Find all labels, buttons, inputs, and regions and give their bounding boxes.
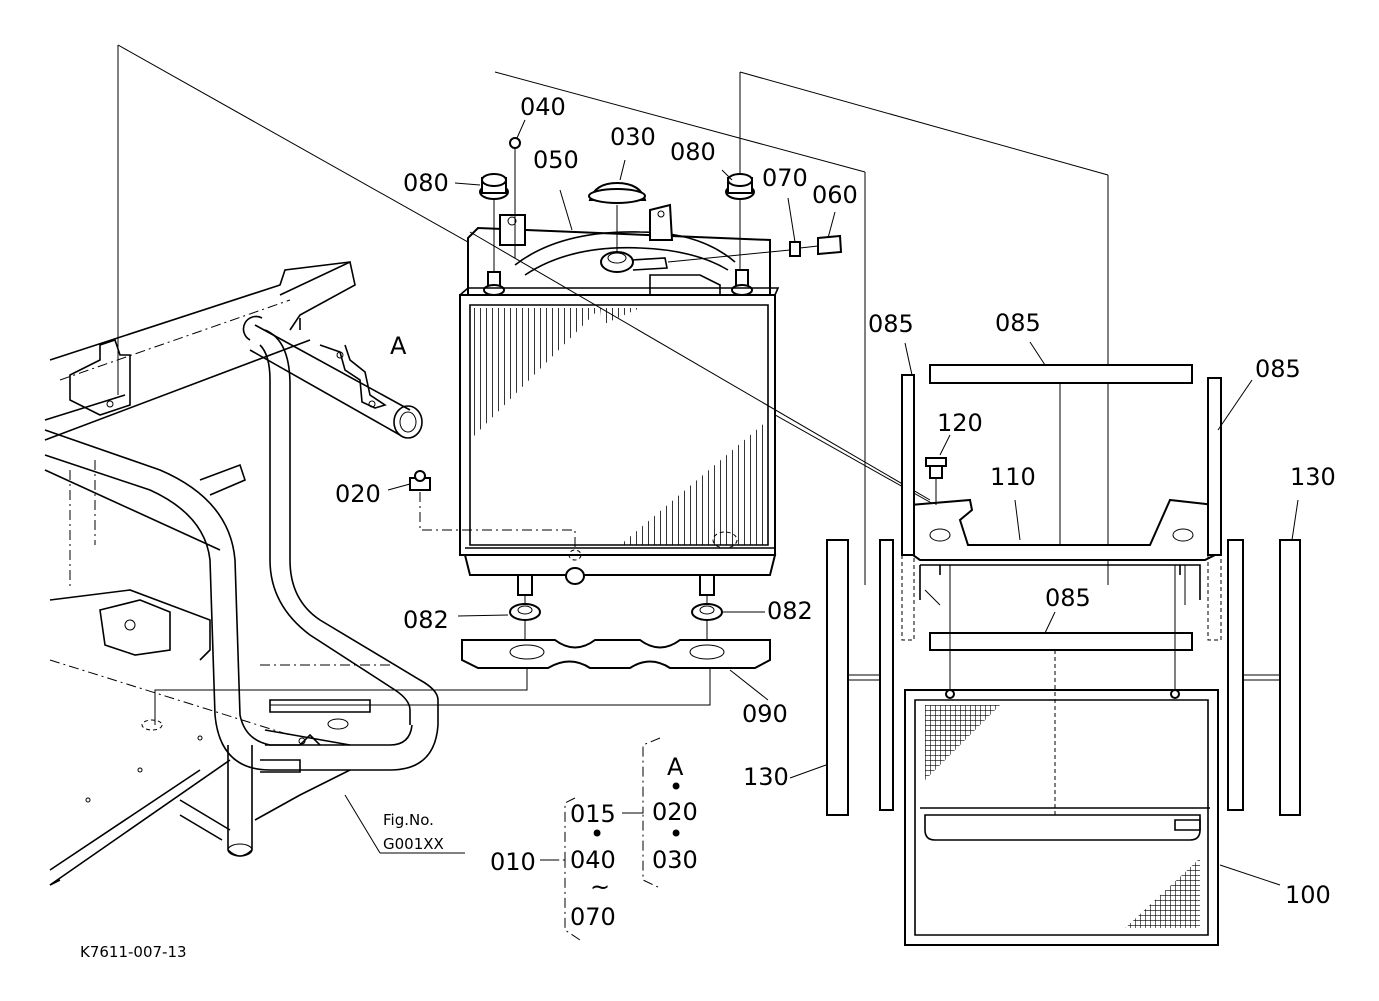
- label-110: 110: [990, 463, 1036, 491]
- label-callout-a: A: [390, 332, 407, 360]
- label-040-top: 040: [520, 93, 566, 121]
- rear-guard-assembly[interactable]: [789, 341, 1301, 946]
- part-040-screw[interactable]: [509, 119, 526, 258]
- legend-dot-1: •: [590, 820, 604, 848]
- label-130-right: 130: [1290, 463, 1336, 491]
- part-070-clip[interactable]: [667, 197, 801, 263]
- label-085-top-mid: 085: [995, 309, 1041, 337]
- fig-no-label: Fig.No.: [383, 811, 434, 829]
- legend-030: 030: [652, 846, 698, 874]
- part-020-drain-cock[interactable]: [387, 470, 431, 491]
- label-060: 060: [812, 181, 858, 209]
- label-085-top-left: 085: [868, 310, 914, 338]
- legend-a: A: [667, 753, 684, 781]
- label-085-right: 085: [1255, 355, 1301, 383]
- label-080-left: 080: [403, 169, 449, 197]
- legend-dot-3: •: [669, 820, 683, 848]
- radiator[interactable]: [459, 203, 780, 612]
- label-120: 120: [937, 409, 983, 437]
- label-085-center: 085: [1045, 584, 1091, 612]
- label-090: 090: [742, 700, 788, 728]
- label-082-left: 082: [403, 606, 449, 634]
- part-060-sensor[interactable]: [799, 211, 843, 256]
- part-030-radiator-cap[interactable]: [588, 159, 647, 252]
- fig-no-value: G001XX: [383, 835, 444, 853]
- part-labels: 040 030 080 050 080 070 060 A 020 082 08…: [335, 93, 1336, 909]
- assembly-legend: 010 015 • 040 ~ 070 A • 020 • 030: [490, 737, 698, 941]
- label-130-left: 130: [743, 763, 789, 791]
- label-082-right: 082: [767, 597, 813, 625]
- legend-040: 040: [570, 846, 616, 874]
- label-080-right: 080: [670, 138, 716, 166]
- part-080-left-cushion[interactable]: [454, 173, 509, 272]
- label-030-top: 030: [610, 123, 656, 151]
- part-050-shroud[interactable]: [559, 189, 573, 231]
- chassis-frame: [44, 44, 1109, 886]
- legend-015: 015: [570, 800, 616, 828]
- label-100: 100: [1285, 881, 1331, 909]
- part-082-right-cushion[interactable]: [691, 603, 765, 645]
- legend-tilde: ~: [590, 873, 610, 901]
- legend-070: 070: [570, 903, 616, 931]
- label-050: 050: [533, 146, 579, 174]
- label-070-top: 070: [762, 164, 808, 192]
- part-082-left-cushion[interactable]: [457, 603, 541, 645]
- legend-010: 010: [490, 848, 536, 876]
- part-080-right-cushion[interactable]: [721, 169, 755, 270]
- legend-dot-2: •: [669, 773, 683, 801]
- fig-reference: Fig.No. G001XX: [344, 794, 465, 854]
- legend-020: 020: [652, 798, 698, 826]
- label-020-left: 020: [335, 480, 381, 508]
- drawing-code: K7611-007-13: [80, 943, 187, 961]
- part-090-bracket[interactable]: [154, 639, 771, 725]
